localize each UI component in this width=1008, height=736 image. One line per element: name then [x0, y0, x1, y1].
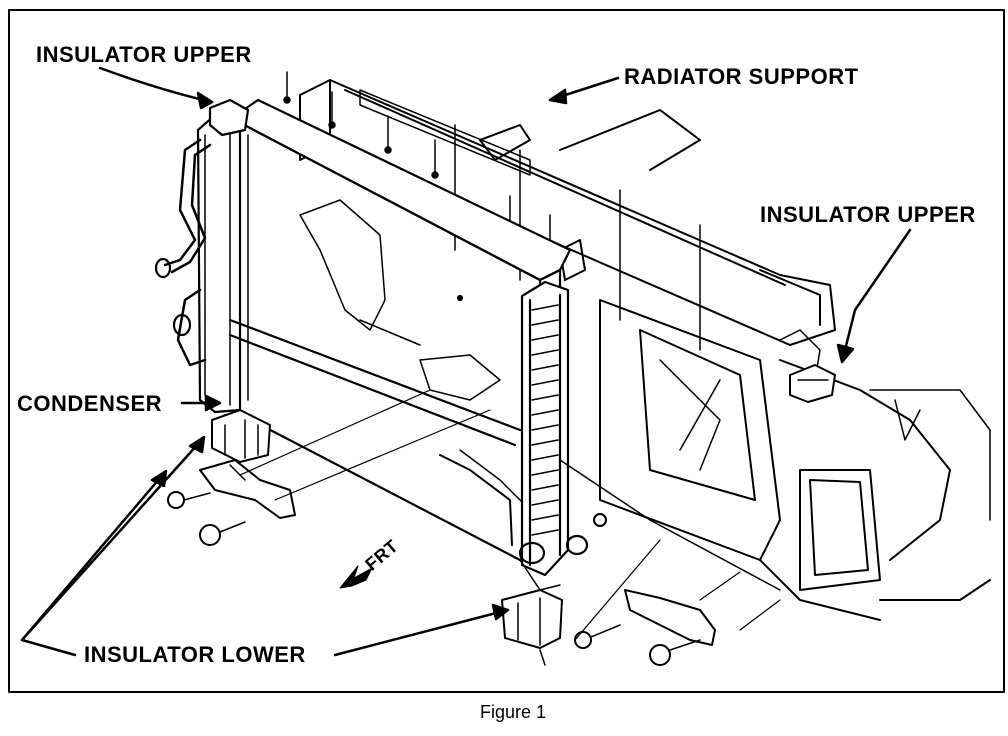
label-radiator-support: RADIATOR SUPPORT	[624, 64, 859, 89]
lower-right-mount	[501, 459, 781, 666]
leader-insulator-lower-a	[20, 442, 200, 657]
insulator-upper-right	[789, 364, 836, 403]
radiator-side-tank	[518, 280, 589, 591]
label-insulator-upper-left: INSULATOR UPPER	[36, 42, 252, 67]
front-direction-arrow	[339, 565, 373, 589]
leader-insulator-lower-c	[333, 610, 502, 657]
leader-insulator-upper-left	[98, 66, 214, 104]
figure-caption: Figure 1	[480, 702, 547, 722]
figure-frame	[8, 9, 1005, 693]
leader-insulator-lower-b	[20, 476, 162, 642]
radiator-support	[299, 79, 991, 621]
label-condenser: CONDENSER	[17, 391, 163, 416]
radiator	[230, 98, 572, 562]
leader-insulator-upper-right	[843, 228, 912, 352]
leader-lines	[20, 66, 912, 657]
label-insulator-upper-right: INSULATOR UPPER	[760, 202, 976, 227]
label-insulator-lower: INSULATOR LOWER	[84, 642, 306, 667]
lower-left-mount	[167, 389, 491, 546]
